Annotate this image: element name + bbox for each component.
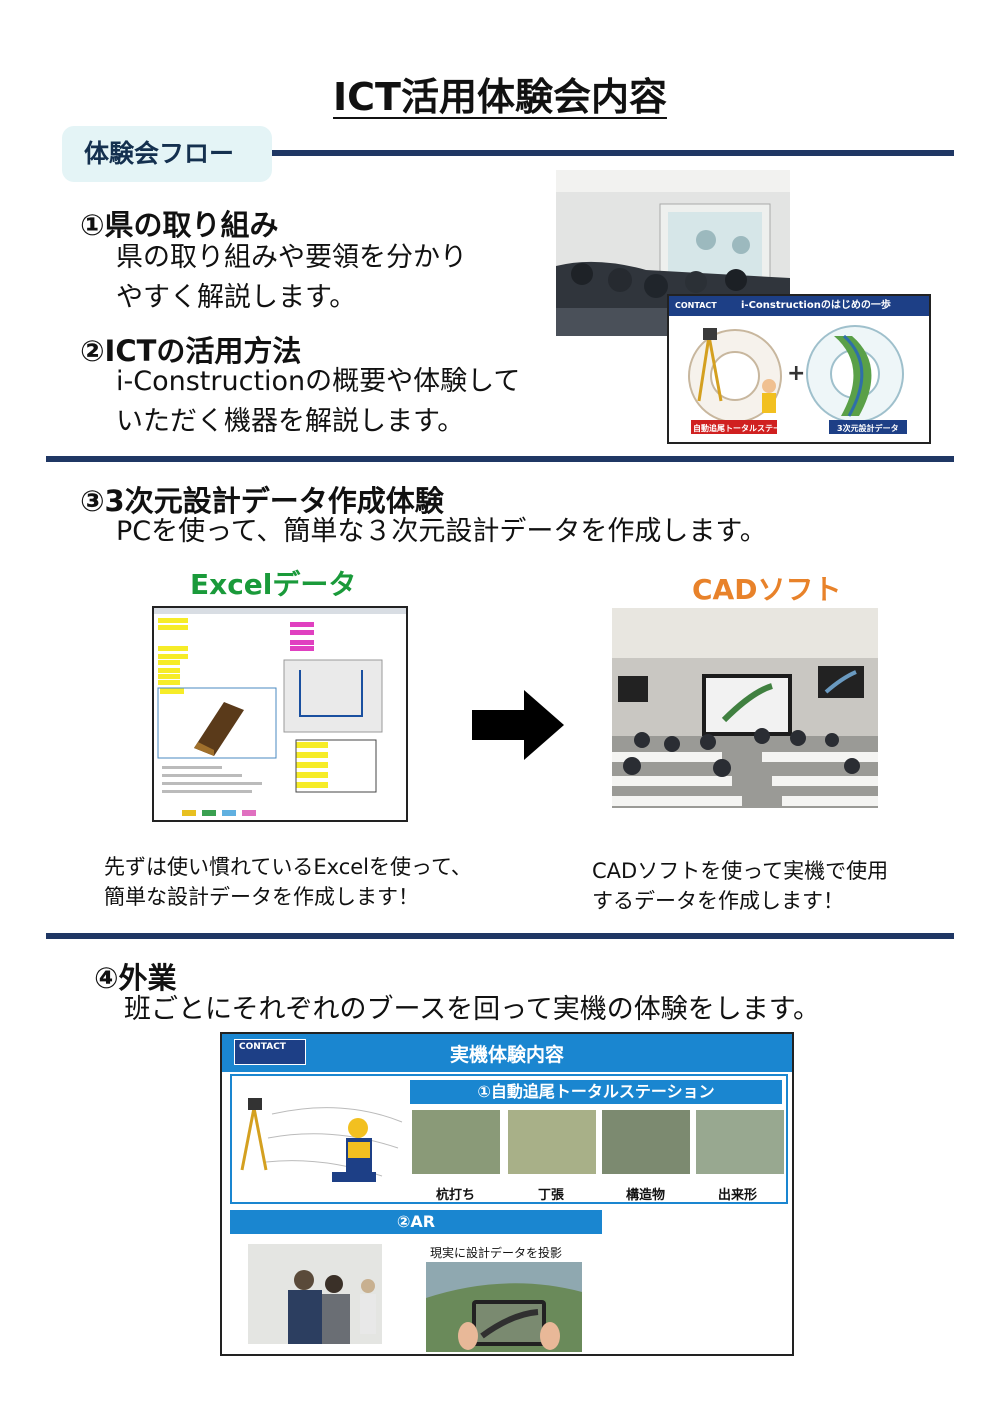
caption-batter-board: 丁張: [538, 1188, 565, 1203]
excel-screenshot: [152, 606, 408, 822]
page-title: ICT活用体験会内容: [333, 75, 667, 119]
slide2-title: 実機体験内容: [449, 1044, 564, 1066]
field-experience-slide: CONTACT 実機体験内容 ①自動追尾トータルステーション 杭打ち 丁張 構造…: [220, 1032, 794, 1356]
cad-caption-line2: するデータを作成します！: [592, 889, 844, 913]
excel-label: Excelデータ: [190, 568, 357, 601]
section2-text: i-Constructionの概要や体験して いただく機器を解説します。: [116, 362, 520, 442]
photo-as-built: [696, 1110, 784, 1174]
cad-label: CADソフト: [692, 573, 842, 606]
section1-text: 県の取り組みや要領を分かり やすく解説します。: [116, 238, 467, 318]
slide1-gears-illustration: +: [688, 325, 907, 434]
ar-caption: 現実に設計データを投影: [430, 1246, 563, 1260]
excel-sheet-illustration: [154, 608, 406, 816]
section1-line1: 県の取り組みや要領を分かり: [116, 242, 467, 273]
slide1-header: CONTACT i-Constructionのはじめの一歩: [669, 296, 929, 316]
cad-room-photo: [612, 608, 878, 808]
right-arrow-icon: [472, 690, 564, 760]
caption-structure: 構造物: [626, 1188, 666, 1203]
section4-text: 班ごとにそれぞれのブースを回って実機の体験をします。: [124, 994, 821, 1025]
section2-line1: i-Constructionの概要や体験して: [116, 366, 521, 397]
excel-caption-line2: 簡単な設計データを作成します！: [104, 885, 419, 909]
ar-people-illustration: [248, 1244, 382, 1344]
section2-line2: いただく機器を解説します。: [116, 406, 465, 437]
section-rule-2: [46, 456, 954, 462]
photo-stakeout: [412, 1110, 500, 1174]
section1-heading: ①県の取り組み: [80, 208, 279, 242]
flow-badge: 体験会フロー: [62, 126, 272, 182]
slide1-logo: CONTACT: [675, 301, 717, 310]
slide1-label-left: 自動追尾トータルステーション: [693, 424, 805, 433]
slide2-band1: ①自動追尾トータルステーション: [410, 1080, 782, 1104]
cad-caption: CADソフトを使って実機で使用 するデータを作成します！: [592, 856, 888, 916]
cad-room-illustration: [612, 608, 878, 808]
section-rule-3: [46, 933, 954, 939]
slide1-label-right: 3次元設計データ: [837, 424, 899, 433]
surveyor-illustration: [240, 1098, 403, 1182]
photo-ar-tablet: [426, 1262, 582, 1352]
photo-ar-people: [248, 1244, 382, 1344]
i-construction-slide: CONTACT i-Constructionのはじめの一歩 + 自動追尾トータル…: [667, 294, 931, 444]
photo-batter-board: [508, 1110, 596, 1174]
slide2-band2: ②AR: [230, 1210, 602, 1234]
section1-line2: やすく解説します。: [116, 282, 357, 313]
slide2-logo: CONTACT: [234, 1039, 306, 1065]
photo-structure: [602, 1110, 690, 1174]
section2-heading: ②ICTの活用方法: [80, 334, 302, 368]
excel-caption-line1: 先ずは使い慣れているExcelを使って、: [104, 855, 472, 879]
svg-text:+: +: [787, 361, 805, 386]
caption-as-built: 出来形: [718, 1188, 758, 1203]
cad-caption-line1: CADソフトを使って実機で使用: [592, 859, 889, 883]
section-rule: [272, 150, 954, 156]
section3-heading: ③3次元設計データ作成体験: [80, 484, 444, 518]
slide2-ts-panel: [230, 1074, 788, 1204]
slide2-header: CONTACT 実機体験内容: [222, 1034, 792, 1072]
section3-text: PCを使って、簡単な３次元設計データを作成します。: [116, 516, 767, 547]
caption-stakeout: 杭打ち: [436, 1188, 476, 1203]
slide1-title: i-Constructionのはじめの一歩: [741, 300, 891, 311]
section4-heading: ④外業: [94, 961, 177, 995]
ar-tablet-illustration: [426, 1262, 582, 1352]
excel-caption: 先ずは使い慣れているExcelを使って、 簡単な設計データを作成します！: [104, 852, 472, 912]
